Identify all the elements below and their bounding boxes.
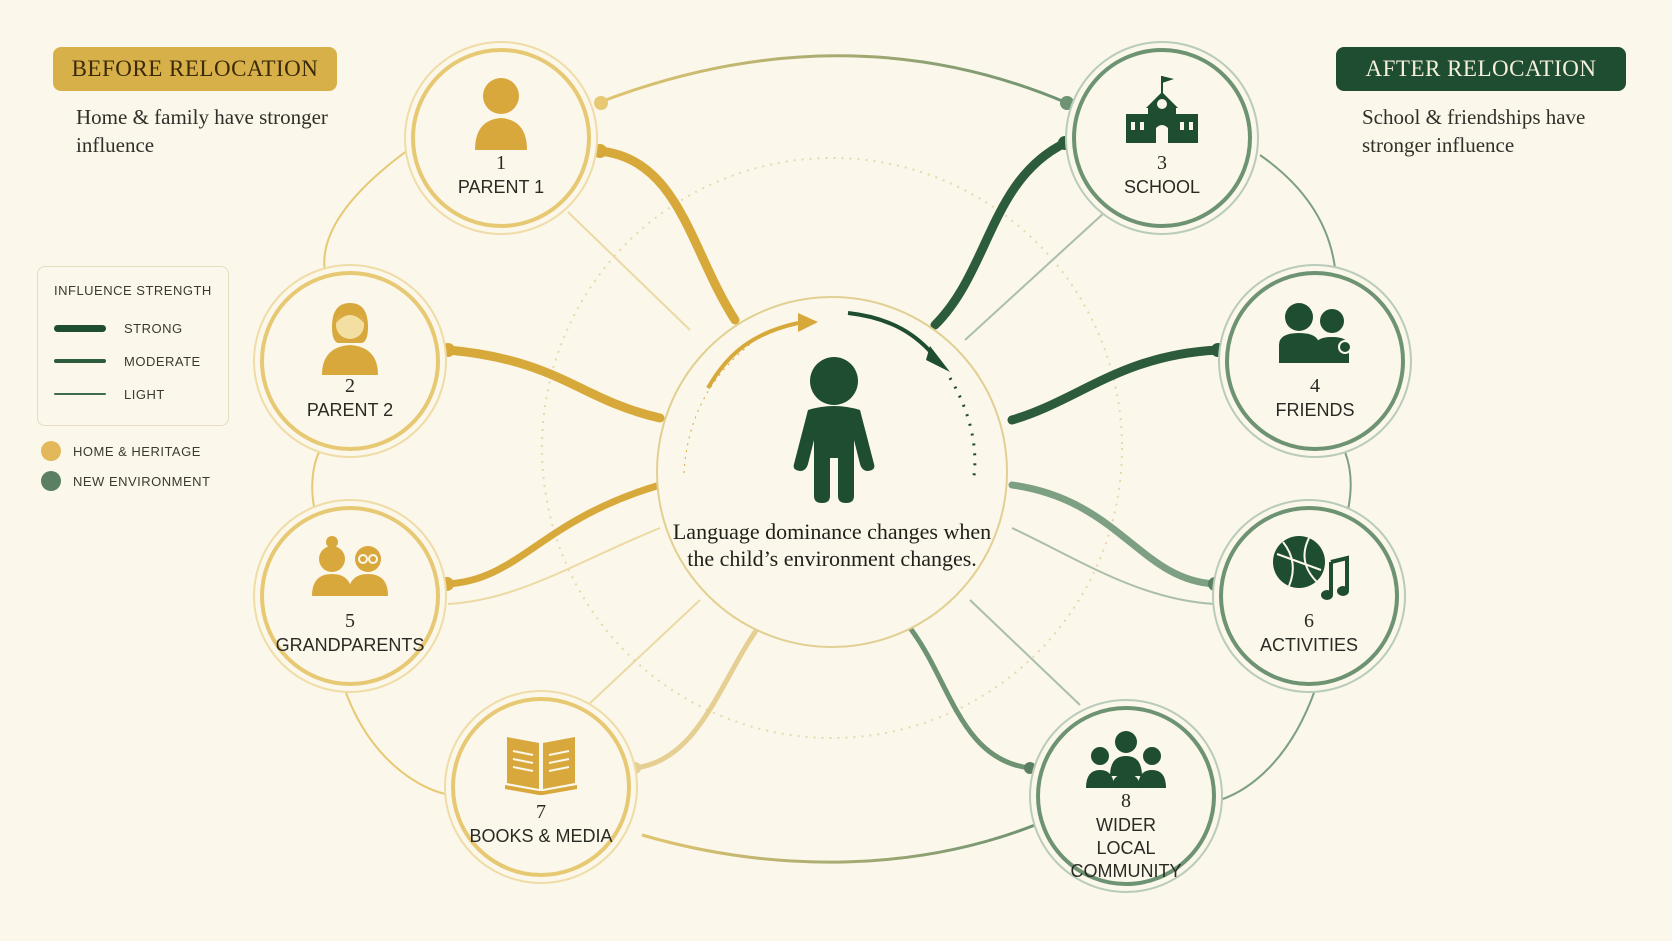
grandparents-icon	[312, 536, 388, 596]
parent-2-icon	[322, 303, 378, 375]
child-icon	[793, 357, 875, 503]
legend-title: INFLUENCE STRENGTH	[54, 283, 212, 298]
link-activities	[1008, 481, 1219, 588]
node-parent-1: 1 PARENT 1	[411, 48, 591, 228]
node-number: 8	[1121, 790, 1131, 812]
link-dot-community	[1024, 762, 1036, 774]
link-school	[930, 138, 1070, 330]
node-label: GRANDPARENTS	[275, 635, 425, 655]
node-label: BOOKS & MEDIA	[469, 826, 613, 846]
bottom-arc	[641, 823, 1036, 864]
link-grandparents	[443, 481, 664, 588]
top-arc-dot-left	[594, 96, 608, 110]
arrowhead-env	[926, 346, 950, 372]
key-new-environment: NEW ENVIRONMENT	[41, 470, 211, 492]
node-label: PARENT 1	[457, 177, 545, 197]
link-dot-books	[629, 762, 641, 774]
legend-row-moderate: MODERATE	[54, 351, 201, 371]
link-light-4	[964, 211, 1106, 341]
strong-line-swatch	[54, 324, 106, 332]
link-light-3	[587, 599, 701, 706]
center-circle: Language dominance changes when the chil…	[656, 296, 1008, 648]
node-school: 3 SCHOOL	[1072, 48, 1252, 228]
node-wider-local-community: 8 WIDER LOCAL COMMUNITY	[1036, 706, 1216, 886]
top-arc-dot-right	[1060, 96, 1074, 110]
link-light-6	[969, 599, 1081, 706]
node-label: FRIENDS	[1275, 400, 1355, 420]
link-parent-2	[443, 345, 665, 423]
node-label: WIDER LOCAL COMMUNITY	[1070, 815, 1182, 881]
curved-arrow-home	[706, 321, 799, 389]
legend-row-light: LIGHT	[54, 384, 165, 404]
legend-label-strong: STRONG	[124, 320, 183, 336]
node-label: ACTIVITIES	[1259, 635, 1358, 655]
ring-arc-right	[1219, 154, 1352, 801]
link-friends	[1007, 345, 1223, 425]
arrow-arc-env	[948, 377, 977, 477]
link-parent-1	[595, 146, 740, 325]
legend-row-strong: STRONG	[54, 318, 183, 338]
node-parent-2: 2 PARENT 2	[260, 271, 440, 451]
node-friends: 4 FRIENDS	[1225, 271, 1405, 451]
center-caption: Language dominance changes when the chil…	[672, 519, 992, 571]
top-arc	[597, 54, 1068, 105]
curved-arrow-env	[847, 311, 938, 360]
ring-arc-left	[311, 149, 451, 796]
new-environment-dot	[41, 471, 61, 491]
activities-icon	[1273, 536, 1349, 600]
after-relocation-badge: AFTER RELOCATION	[1336, 47, 1626, 91]
key-label-env: NEW ENVIRONMENT	[73, 473, 211, 489]
node-number: 5	[345, 610, 355, 632]
node-grandparents: 5 GRANDPARENTS	[260, 506, 440, 686]
link-dot-parent-2	[441, 343, 455, 357]
community-icon	[1086, 731, 1166, 788]
book-icon	[505, 737, 577, 795]
node-number: 7	[536, 801, 546, 823]
node-number: 4	[1310, 375, 1320, 397]
parent-icon	[475, 78, 527, 150]
school-icon	[1126, 76, 1198, 143]
moderate-line-swatch	[54, 359, 106, 363]
after-relocation-subtitle: School & friendships have stronger influ…	[1362, 105, 1586, 157]
link-dot-activities	[1208, 577, 1222, 591]
node-label: PARENT 2	[306, 400, 394, 420]
node-number: 2	[345, 375, 355, 397]
arrow-arc-home	[683, 337, 759, 474]
node-label: SCHOOL	[1123, 177, 1201, 197]
link-dot-parent-1	[593, 144, 607, 158]
link-books	[632, 622, 763, 771]
legend-label-moderate: MODERATE	[124, 353, 201, 369]
before-relocation-badge: BEFORE RELOCATION	[53, 47, 337, 91]
link-light-1	[567, 211, 691, 331]
key-home-heritage: HOME & HERITAGE	[41, 440, 201, 462]
link-light-2	[447, 527, 661, 605]
home-heritage-dot	[41, 441, 61, 461]
node-number: 3	[1157, 152, 1167, 174]
arrowhead-home	[798, 313, 818, 332]
node-number: 1	[496, 152, 506, 174]
influence-legend: INFLUENCE STRENGTH STRONG MODERATE LIGHT	[37, 266, 229, 426]
link-dot-grandparents	[440, 577, 454, 591]
light-line-swatch	[54, 393, 106, 395]
link-light-5	[1011, 527, 1216, 605]
node-activities: 6 ACTIVITIES	[1219, 506, 1399, 686]
before-relocation-subtitle: Home & family have stronger influence	[76, 105, 328, 157]
link-community	[907, 625, 1033, 771]
node-number: 6	[1304, 610, 1314, 632]
outer-dotted-ring	[541, 157, 1123, 739]
link-dot-friends	[1211, 343, 1225, 357]
link-dot-school	[1058, 136, 1072, 150]
friends-icon	[1279, 303, 1352, 363]
legend-label-light: LIGHT	[124, 386, 165, 402]
center-graphics	[683, 311, 977, 503]
node-books-media: 7 BOOKS & MEDIA	[451, 697, 631, 877]
key-label-home: HOME & HERITAGE	[73, 443, 201, 459]
